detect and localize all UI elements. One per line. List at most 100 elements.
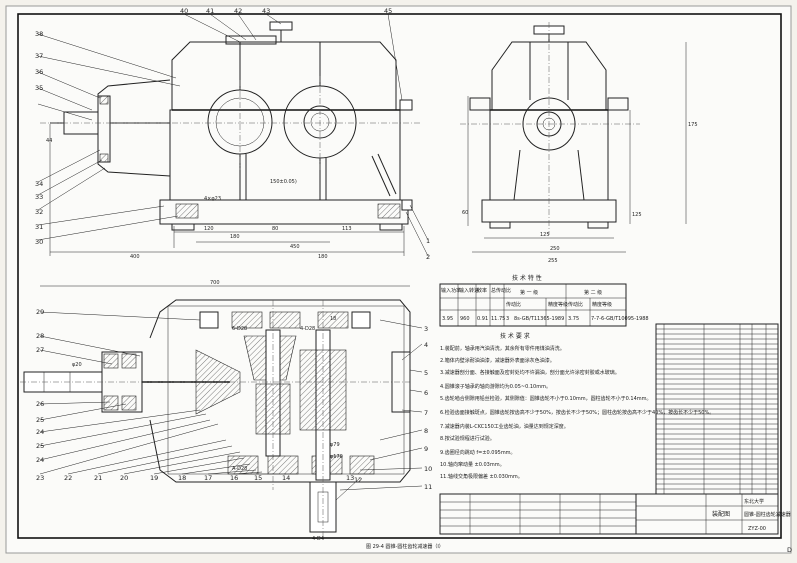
part-20-label: 20: [120, 474, 128, 482]
tech-req-11: 11.轴线交角极限偏差 ±0.030mm。: [440, 473, 523, 480]
bolt-hole-dim: 4×φ23: [204, 196, 221, 202]
part-25b-label: 25: [36, 442, 44, 450]
part-43-label: 43: [262, 7, 270, 15]
center-distance-dim: 150±0.05): [270, 179, 297, 185]
part-30-label: 30: [35, 238, 43, 246]
tc-h-stage1: 第 一 级: [520, 289, 538, 296]
side-view: [460, 22, 687, 253]
part-15-label: 15: [254, 474, 262, 482]
dim-700: 700: [210, 280, 220, 286]
tc-h-grade-1: 精度等级: [548, 301, 568, 308]
part-8-label: 8: [424, 427, 428, 435]
drawing-type: 装配图: [712, 510, 730, 518]
tech-req-4: 4.圆锥滚子轴承的轴向游隙均为0.05~0.10mm。: [440, 383, 551, 390]
tc-h-stage2: 第 二 级: [584, 289, 602, 296]
part-3-label: 3: [424, 325, 428, 333]
dim-125: 125: [540, 232, 550, 238]
part-36-label: 36: [35, 68, 43, 76]
side-view-labels: 250 60 175 125 125 255: [462, 122, 698, 264]
tc-h-grade-2: 精度等级: [592, 301, 612, 308]
dim-phi20: φ20: [72, 362, 82, 368]
part-37-label: 37: [35, 52, 43, 60]
title-block: 东北大学 装配图 圆锥-圆柱齿轮减速器 ZYZ-00: [439, 493, 791, 535]
tech-req-10: 10.轴向窜动量 ±0.03mm。: [440, 461, 505, 468]
tech-req-7: 7.减速器内装L-CKC150工业齿轮油，油量达到规定深度。: [440, 423, 569, 430]
part-24b-label: 24: [36, 456, 44, 464]
tech-req-8: 8.按试验规程进行试验。: [440, 435, 495, 442]
part-13-label: 13: [346, 474, 354, 482]
tc-h-ratio-2: 传动比: [568, 301, 583, 308]
part-40-label: 40: [180, 7, 188, 15]
part-6-label: 6: [424, 389, 428, 397]
tech-req-5: 5.齿轮啮合侧隙用铅丝检验，其侧隙值：圆锥齿轮不小于0.10mm，圆柱齿轮不小于…: [440, 395, 652, 402]
tc-eff: 0.91: [477, 316, 488, 322]
part-35-label: 35: [35, 84, 43, 92]
dim-180-a: 180: [230, 234, 240, 240]
tc-h-power: 输入功率: [441, 287, 461, 294]
part-32-label: 32: [35, 208, 43, 216]
drawing-name: 圆锥-圆柱齿轮减速器: [744, 511, 791, 518]
tc-h-ratio-1: 传动比: [506, 301, 521, 308]
part-11-label: 11: [424, 483, 432, 491]
front-view-labels: 38 37 36 35 34 33 32 31 30 40 41 42 43 4…: [35, 7, 430, 261]
dim-60: 60: [462, 210, 468, 216]
part-33-label: 33: [35, 193, 43, 201]
front-view: [37, 13, 429, 257]
tech-characteristics-table: 技 术 特 性 输入功率 输入转速 效率 总传动比 第 一 级 第 二 级 传动…: [439, 274, 649, 327]
tech-req-6: 6.检验齿面接触斑点，圆锥齿轮按齿高不少于50%，按齿长不少于50%；圆柱齿轮按…: [440, 409, 714, 416]
tc-speed: 960: [460, 316, 470, 322]
parts-list: [655, 323, 779, 495]
part-18-label: 18: [178, 474, 186, 482]
tc-h-ratio: 总传动比: [491, 287, 511, 294]
tech-req-2: 2.箱体内壁涂耐油油漆，减速器外表面涂灰色油漆。: [440, 357, 555, 364]
tc-ratio: 11.75: [491, 316, 505, 322]
part-14-label: 14: [282, 474, 290, 482]
tc-ratio1: 3: [506, 316, 509, 322]
dim-a-d28: A-D28: [232, 466, 247, 472]
dim-255: 255: [548, 258, 558, 264]
part-17-label: 17: [204, 474, 212, 482]
tc-h-eff: 效率: [477, 287, 487, 294]
part-7-label: 7: [424, 409, 428, 417]
tech-char-title: 技 术 特 性: [512, 274, 542, 282]
part-1-label: 1: [426, 237, 430, 245]
part-24-label: 24: [36, 428, 44, 436]
part-23-label: 23: [36, 474, 44, 482]
tech-req-9: 9.齿圈径向跳动 f=±0.095mm。: [440, 449, 516, 456]
dim-4-d4: 4-D4: [312, 536, 324, 542]
part-41-label: 41: [206, 7, 214, 15]
part-27-label: 27: [36, 346, 44, 354]
part-28-label: 28: [36, 332, 44, 340]
part-10-label: 10: [424, 465, 432, 473]
figure-caption: 图 29-4 圆锥-圆柱齿轮减速器（Ⅰ）: [366, 543, 444, 550]
dim-phi79: φ79: [330, 442, 340, 448]
school-name: 东北大学: [744, 498, 764, 505]
tech-req-3: 3.减速器剖分面、各接触面及密封处均不许漏油，剖分面允许涂密封胶或水玻璃。: [440, 369, 620, 376]
dim-400: 400: [130, 254, 140, 260]
paper: [5, 5, 792, 554]
part-45-label: 45: [384, 7, 392, 15]
tc-grade2: 7-7-6-GB/T10095-1988: [591, 316, 649, 322]
drawing-number: ZYZ-00: [748, 526, 766, 532]
tc-h-speed: 输入转速: [459, 287, 479, 294]
tech-req-1: 1.装配前，轴承用汽油清洗，其余所有零件用煤油清洗。: [440, 345, 565, 352]
part-21-label: 21: [94, 474, 102, 482]
part-19-label: 19: [150, 474, 158, 482]
part-4-label: 4: [424, 341, 428, 349]
shaft-dim-44: 44: [46, 138, 52, 144]
part-42-label: 42: [234, 7, 242, 15]
dim-6-d28: 6-D28: [232, 326, 247, 332]
plan-section-view: [20, 285, 423, 540]
part-26-label: 26: [36, 400, 44, 408]
part-22-label: 22: [64, 474, 72, 482]
dim-125-b: 125: [632, 212, 642, 218]
technical-requirements: 技 术 要 求 1.装配前，轴承用汽油清洗，其余所有零件用煤油清洗。 2.箱体内…: [440, 332, 714, 480]
dim-phi170: φ170: [330, 454, 343, 460]
dim-450: 450: [290, 244, 300, 250]
tc-ratio2: 3.75: [568, 316, 579, 322]
part-5-label: 5: [424, 369, 428, 377]
dim-113: 113: [342, 226, 352, 232]
part-12-label: 12: [354, 476, 362, 484]
part-38-label: 38: [35, 30, 43, 38]
